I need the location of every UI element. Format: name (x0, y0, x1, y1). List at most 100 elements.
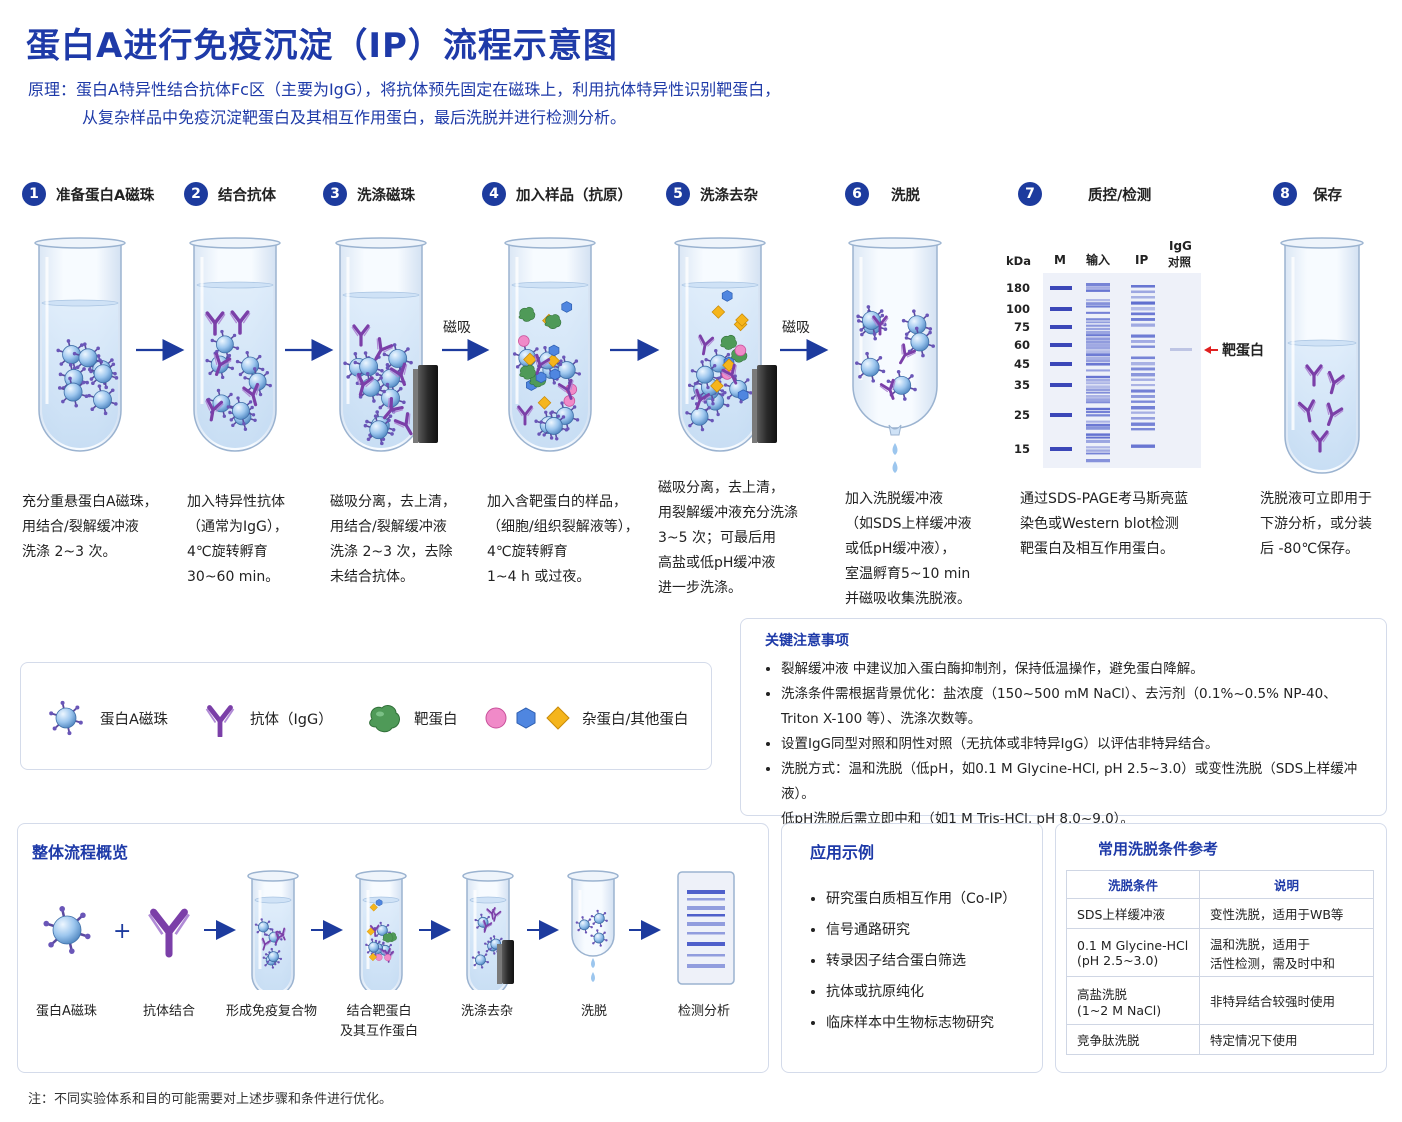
gel-band (1131, 384, 1155, 387)
magnet-label-2: 磁吸 (782, 320, 810, 336)
gel-band (1086, 379, 1110, 382)
cell-text: 活性检测，需及时中和 (1210, 955, 1336, 971)
desc-line: 后 -80℃保存。 (1260, 541, 1360, 557)
desc-line: 洗涤 2~3 次，去除 (330, 544, 453, 560)
bead-icon (590, 909, 608, 928)
desc-line: 加入含靶蛋白的样品， (487, 494, 627, 510)
overview-label-antibody: 抗体结合 (143, 1004, 196, 1019)
gel-lane-control: 对照 (1168, 255, 1191, 269)
magnet-icon (752, 365, 777, 443)
other-protein-icon (548, 344, 560, 357)
gel-band (1050, 307, 1072, 311)
desc-line: 洗涤 2~3 次。 (22, 544, 117, 560)
desc-line: 通过SDS-PAGE考马斯亮蓝 (1020, 491, 1189, 507)
bead-icon (590, 929, 608, 947)
bead-icon (704, 349, 733, 379)
gel-band (1086, 459, 1110, 463)
antibody-icon (1297, 399, 1317, 423)
gel-band (687, 898, 725, 901)
antibody-icon (721, 363, 738, 385)
desc-line: 30~60 min。 (187, 569, 280, 585)
gel-band (1131, 296, 1155, 299)
gel-band (1131, 301, 1155, 305)
antibody-icon (1304, 364, 1324, 387)
antibody-icon (482, 919, 493, 933)
other-proteins-icon (485, 706, 570, 730)
gel-band (1131, 378, 1155, 381)
elution-desc: 温和洗脱，适用于活性检测，需及时中和 (1199, 928, 1374, 977)
legend-target-label: 靶蛋白 (414, 711, 458, 728)
gel-band (1086, 395, 1110, 398)
antibody-icon (557, 378, 574, 400)
gel-band (1050, 383, 1072, 387)
overview-layer (43, 870, 735, 990)
notes-list: 裂解缓冲液 中建议加入蛋白酶抑制剂，保持低温操作，避免蛋白降解。 洗涤条件需根据… (759, 657, 1386, 832)
bead-icon (264, 947, 283, 966)
other-protein-icon (549, 368, 561, 381)
drop-icon (591, 958, 595, 968)
magnet-icon (413, 365, 438, 443)
gel-band (1131, 345, 1155, 348)
antibody-icon (516, 405, 534, 426)
antibody-icon (274, 931, 285, 945)
legend-other-label: 杂蛋白/其他蛋白 (582, 711, 689, 728)
gel-marker-label: 100 (1006, 302, 1030, 316)
table-row: 0.1 M Glycine-HCl(pH 2.5~3.0) 温和洗脱，适用于活性… (1066, 928, 1374, 977)
desc-line: 4℃旋转孵育 (487, 544, 568, 560)
desc-line: 加入洗脱缓冲液 (845, 491, 943, 507)
gel-band (1086, 427, 1110, 430)
gel-band (1086, 423, 1110, 427)
gel-band (1086, 420, 1110, 423)
cell-text: SDS上样缓冲液 (1077, 907, 1165, 922)
desc-line: 靶蛋白及相互作用蛋白。 (1020, 541, 1174, 557)
overview-label-beads: 蛋白A磁珠 (36, 1004, 97, 1019)
desc-line: 加入特异性抗体 (187, 494, 285, 510)
table-row: SDS上样缓冲液 变性洗脱，适用于WB等 (1066, 898, 1374, 929)
magnet-label-1: 磁吸 (443, 320, 471, 336)
gel-band (1131, 395, 1155, 398)
gel-band (687, 914, 725, 917)
legend-antibody: 抗体（IgG） (202, 700, 333, 737)
bead-icon (210, 329, 240, 359)
bead-icon (43, 906, 91, 954)
drop-icon (892, 461, 898, 473)
antibody-icon (534, 353, 551, 375)
gel-band (1050, 325, 1072, 329)
target-protein-icon (544, 314, 562, 329)
other-protein-icon (369, 903, 378, 912)
target-protein-icon (369, 705, 400, 733)
step-3-description: 磁吸分离，去上清，用结合/裂解缓冲液洗涤 2~3 次，去除未结合抗体。 (330, 490, 456, 590)
other-protein-icon (737, 389, 749, 401)
principle-line-1: 原理：蛋白A特异性结合抗体Fc区（主要为IgG），将抗体预先固定在磁珠上，利用抗… (28, 80, 781, 99)
gel-kda-label: kDa (1006, 254, 1031, 268)
antibody-icon (486, 906, 497, 920)
gel-band (1086, 369, 1110, 372)
gel-band (1131, 417, 1155, 420)
gel-band (1131, 307, 1155, 311)
gel-band (1086, 286, 1110, 289)
overview-label-target: 结合靶蛋白及其互作蛋白 (340, 1002, 418, 1042)
cell-text: 竞争肽洗脱 (1077, 1033, 1140, 1048)
step-5-number: 5 (666, 182, 690, 206)
gel-band (1086, 414, 1110, 417)
other-protein-icon (368, 952, 378, 962)
gel-band (1086, 411, 1110, 414)
gel-band (1086, 353, 1110, 357)
application-item: 临床样本中生物标志物研究 (826, 1008, 1016, 1039)
target-protein-icon (519, 364, 536, 380)
antibody-icon (261, 937, 272, 951)
overview-label-complex: 形成免疫复合物 (226, 1004, 318, 1019)
desc-line: 染色或Western blot检测 (1020, 516, 1179, 532)
gel-band (1086, 283, 1110, 286)
principle-line-2: 从复杂样品中免疫沉淀靶蛋白及其相互作用蛋白，最后洗脱并进行检测分析。 (82, 108, 627, 127)
gel-band (1131, 340, 1155, 343)
gel-marker-label: 60 (1014, 338, 1030, 352)
antibody-icon (393, 412, 413, 436)
workflow-illustration: 磁吸 磁吸 kDa M 输入 IP IgG 对照 180100756045352… (34, 237, 1364, 474)
bead-icon (856, 305, 887, 336)
overview-label-elute: 洗脱 (581, 1004, 608, 1019)
step-1-number: 1 (22, 182, 46, 206)
gel-lane-m: M (1054, 253, 1066, 267)
